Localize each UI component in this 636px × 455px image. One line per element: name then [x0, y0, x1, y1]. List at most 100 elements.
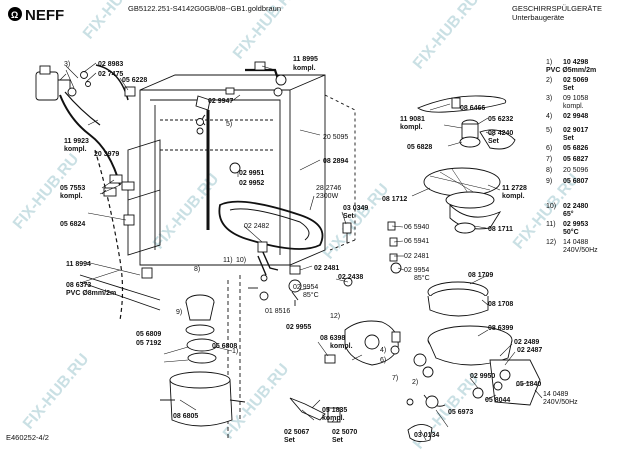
part-callout-c24: 05 6809: [136, 331, 161, 338]
legend-part-desc: 240V/50Hz: [563, 247, 598, 254]
part-callout-c21: 02 9954: [293, 284, 318, 291]
legend-part-code: 02 5069: [563, 77, 588, 84]
part-callout-c41: 02 2481: [404, 253, 429, 260]
legend-number: 12): [546, 239, 556, 246]
part-callout-c25: 05 7192: [136, 340, 161, 347]
part-callout-n3: 3): [64, 61, 70, 68]
part-callout-c18: 02 2482: [244, 223, 269, 230]
legend-number: 5): [546, 127, 552, 134]
part-callout-c11b: PVC Ø8mm/2m: [66, 290, 116, 297]
part-callout-n1: 1): [232, 348, 238, 355]
part-callout-c53: 05 6973: [448, 409, 473, 416]
part-callout-c28b: kompl.: [322, 415, 345, 422]
part-callout-c12: 20 5095: [323, 134, 348, 141]
part-callout-c42b: 85°C: [414, 274, 430, 282]
part-callout-c15: 02 9952: [239, 180, 264, 187]
legend-part-desc: 65°: [563, 210, 574, 218]
part-callout-c21b: 85°C: [303, 291, 319, 299]
leader-lines: [59, 62, 543, 441]
part-callout-c45: 08 6399: [488, 325, 513, 332]
part-callout-c20: 02 2438: [338, 274, 363, 281]
legend-part-code: 02 9017: [563, 127, 588, 134]
part-callout-c6b: kompl.: [64, 146, 87, 153]
legend-number: 11): [546, 221, 556, 228]
part-callout-c50: 14 0489: [543, 391, 568, 398]
legend-part-code: 09 1058: [563, 95, 588, 102]
part-callout-c32b: kompl.: [400, 124, 423, 131]
part-callout-c17: 03 0349: [343, 205, 368, 212]
part-callout-c49: 05 1840: [516, 381, 541, 388]
part-callout-c30: 02 5070: [332, 429, 357, 436]
part-callout-c13: 08 2894: [323, 158, 348, 165]
part-callout-n9: 9): [176, 309, 182, 316]
legend-number: 9): [546, 178, 552, 185]
part-callout-c35: 05 6828: [407, 144, 432, 151]
part-callout-n7: 7): [392, 375, 398, 382]
part-callout-c36: 11 2728: [502, 185, 527, 192]
part-callout-c29: 02 5067: [284, 429, 309, 436]
watermark-text: FIX-HUB.RU: [20, 351, 92, 433]
footer-code: E460252-4/2: [6, 433, 49, 442]
part-callout-c51: 02 9950: [470, 373, 495, 380]
drain-pump-assembly: [160, 294, 246, 427]
legend-number: 6): [546, 145, 552, 152]
part-callout-n10: 10): [236, 257, 246, 264]
part-callout-c6: 11 9923: [64, 138, 89, 145]
part-callout-c46b: kompl.: [330, 343, 353, 350]
spray-arm: [417, 95, 507, 113]
legend-part-code: 14 0488: [563, 239, 588, 246]
part-callout-c52: 05 8044: [485, 397, 510, 404]
part-callout-c10: 11 8994: [66, 261, 91, 268]
part-callout-c32: 11 9081: [400, 116, 425, 123]
part-callout-c8b: kompl.: [60, 193, 83, 200]
page-title: GESCHIRRSPÜLGERÄTE: [512, 4, 602, 13]
part-callout-c54: 03 0134: [414, 432, 439, 439]
part-callout-n11: 11): [223, 257, 233, 264]
legend-number: 10): [546, 203, 556, 210]
part-callout-c17b: Set: [343, 213, 355, 220]
legend-part-desc: 50°C: [563, 228, 579, 236]
part-callout-c42: 02 9954: [404, 267, 429, 274]
legend-part-desc: Set: [563, 135, 575, 142]
legend-part-code: 05 6827: [563, 156, 588, 163]
watermark-text: FIX-HUB.RU: [410, 0, 482, 73]
part-callout-n5: 5): [226, 121, 232, 128]
watermark-text: FIX-HUB.RU: [150, 171, 222, 253]
part-callout-c34: 08 4240: [488, 130, 513, 137]
brand-name: NEFF: [25, 7, 64, 24]
part-callout-c48: 02 2487: [517, 347, 542, 354]
legend-part-code: 05 6807: [563, 178, 588, 185]
part-callout-c29b: Set: [284, 437, 296, 444]
legend-part-desc: PVC Ø5mm/2m: [546, 67, 596, 74]
part-callout-n8: 8): [194, 266, 200, 273]
part-callout-c2: 02 7475: [98, 71, 123, 78]
part-callout-c23: 02 9955: [286, 324, 311, 331]
part-callout-c7: 20 3979: [94, 151, 119, 158]
part-callout-c34b: Set: [488, 138, 500, 145]
part-callout-c27: 08 6805: [173, 413, 198, 420]
model-number: GB5122.251-S4142G0GB/08--GB1.goldbraun: [128, 4, 281, 13]
part-callout-c39: 06 5940: [404, 224, 429, 231]
part-callout-c40: 06 5941: [404, 238, 429, 245]
part-callout-c14: 02 9951: [239, 170, 264, 177]
part-callout-c26: 05 6808: [212, 343, 237, 350]
part-callout-c5: 02 9947: [208, 98, 233, 105]
legend-number: 2): [546, 77, 552, 84]
part-callout-c4: 11 8995: [293, 56, 318, 63]
part-callout-c37: 08 1712: [382, 196, 407, 203]
part-callout-c11: 08 6373: [66, 282, 91, 289]
part-callout-c19: 02 2481: [314, 265, 339, 272]
legend-number: 4): [546, 113, 552, 120]
legend-number: 8): [546, 167, 552, 174]
aqua-sensor: [109, 174, 123, 184]
part-callout-c43: 08 1709: [468, 272, 493, 279]
part-callout-c1: 02 8983: [98, 61, 123, 68]
legend-part-code: 20 5096: [563, 167, 588, 174]
part-callout-c36b: kompl.: [502, 193, 525, 200]
water-inlet-valve: [35, 71, 59, 101]
part-callout-c9: 05 6824: [60, 221, 85, 228]
legend-number: 3): [546, 95, 552, 102]
